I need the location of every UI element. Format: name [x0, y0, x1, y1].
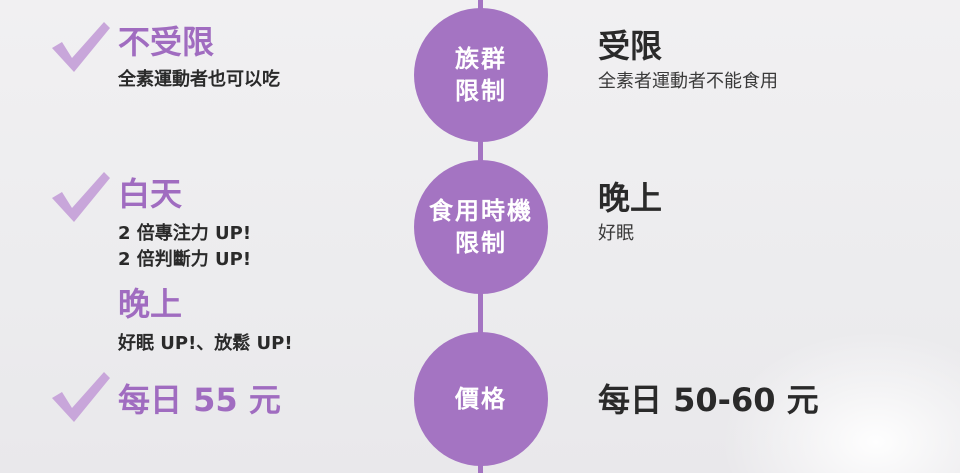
left-row2-sub1: 2 倍專注力 UP! [118, 223, 252, 244]
check-icon [48, 168, 112, 224]
timeline-node-group-limit: 族群 限制 [414, 8, 548, 142]
timeline-node-line1: 食用時機 [429, 197, 533, 225]
timeline-node-price: 價格 [414, 332, 548, 466]
right-row2-sub: 好眠 [598, 223, 634, 244]
right-row3-title: 每日 50-60 元 [598, 381, 819, 419]
left-row1-title: 不受限 [118, 23, 215, 61]
left-row2-sub3: 好眠 UP!、放鬆 UP! [118, 333, 293, 354]
right-row1-sub: 全素者運動者不能食用 [598, 71, 778, 92]
left-row2-title2: 晚上 [118, 285, 183, 323]
right-row2-title: 晚上 [598, 179, 663, 217]
timeline-node-line1: 族群 [455, 45, 507, 73]
light-glow [720, 330, 960, 473]
left-row3-title: 每日 55 元 [118, 381, 281, 419]
timeline-node-line2: 限制 [455, 229, 507, 257]
timeline-node-timing-limit: 食用時機 限制 [414, 160, 548, 294]
timeline-node-line1: 價格 [455, 385, 507, 413]
left-row2-sub2: 2 倍判斷力 UP! [118, 249, 252, 270]
left-row2-title: 白天 [118, 175, 183, 213]
right-row1-title: 受限 [598, 27, 663, 65]
check-icon [48, 18, 112, 74]
timeline-node-line2: 限制 [455, 77, 507, 105]
left-row1-sub: 全素運動者也可以吃 [118, 69, 280, 90]
check-icon [48, 368, 112, 424]
